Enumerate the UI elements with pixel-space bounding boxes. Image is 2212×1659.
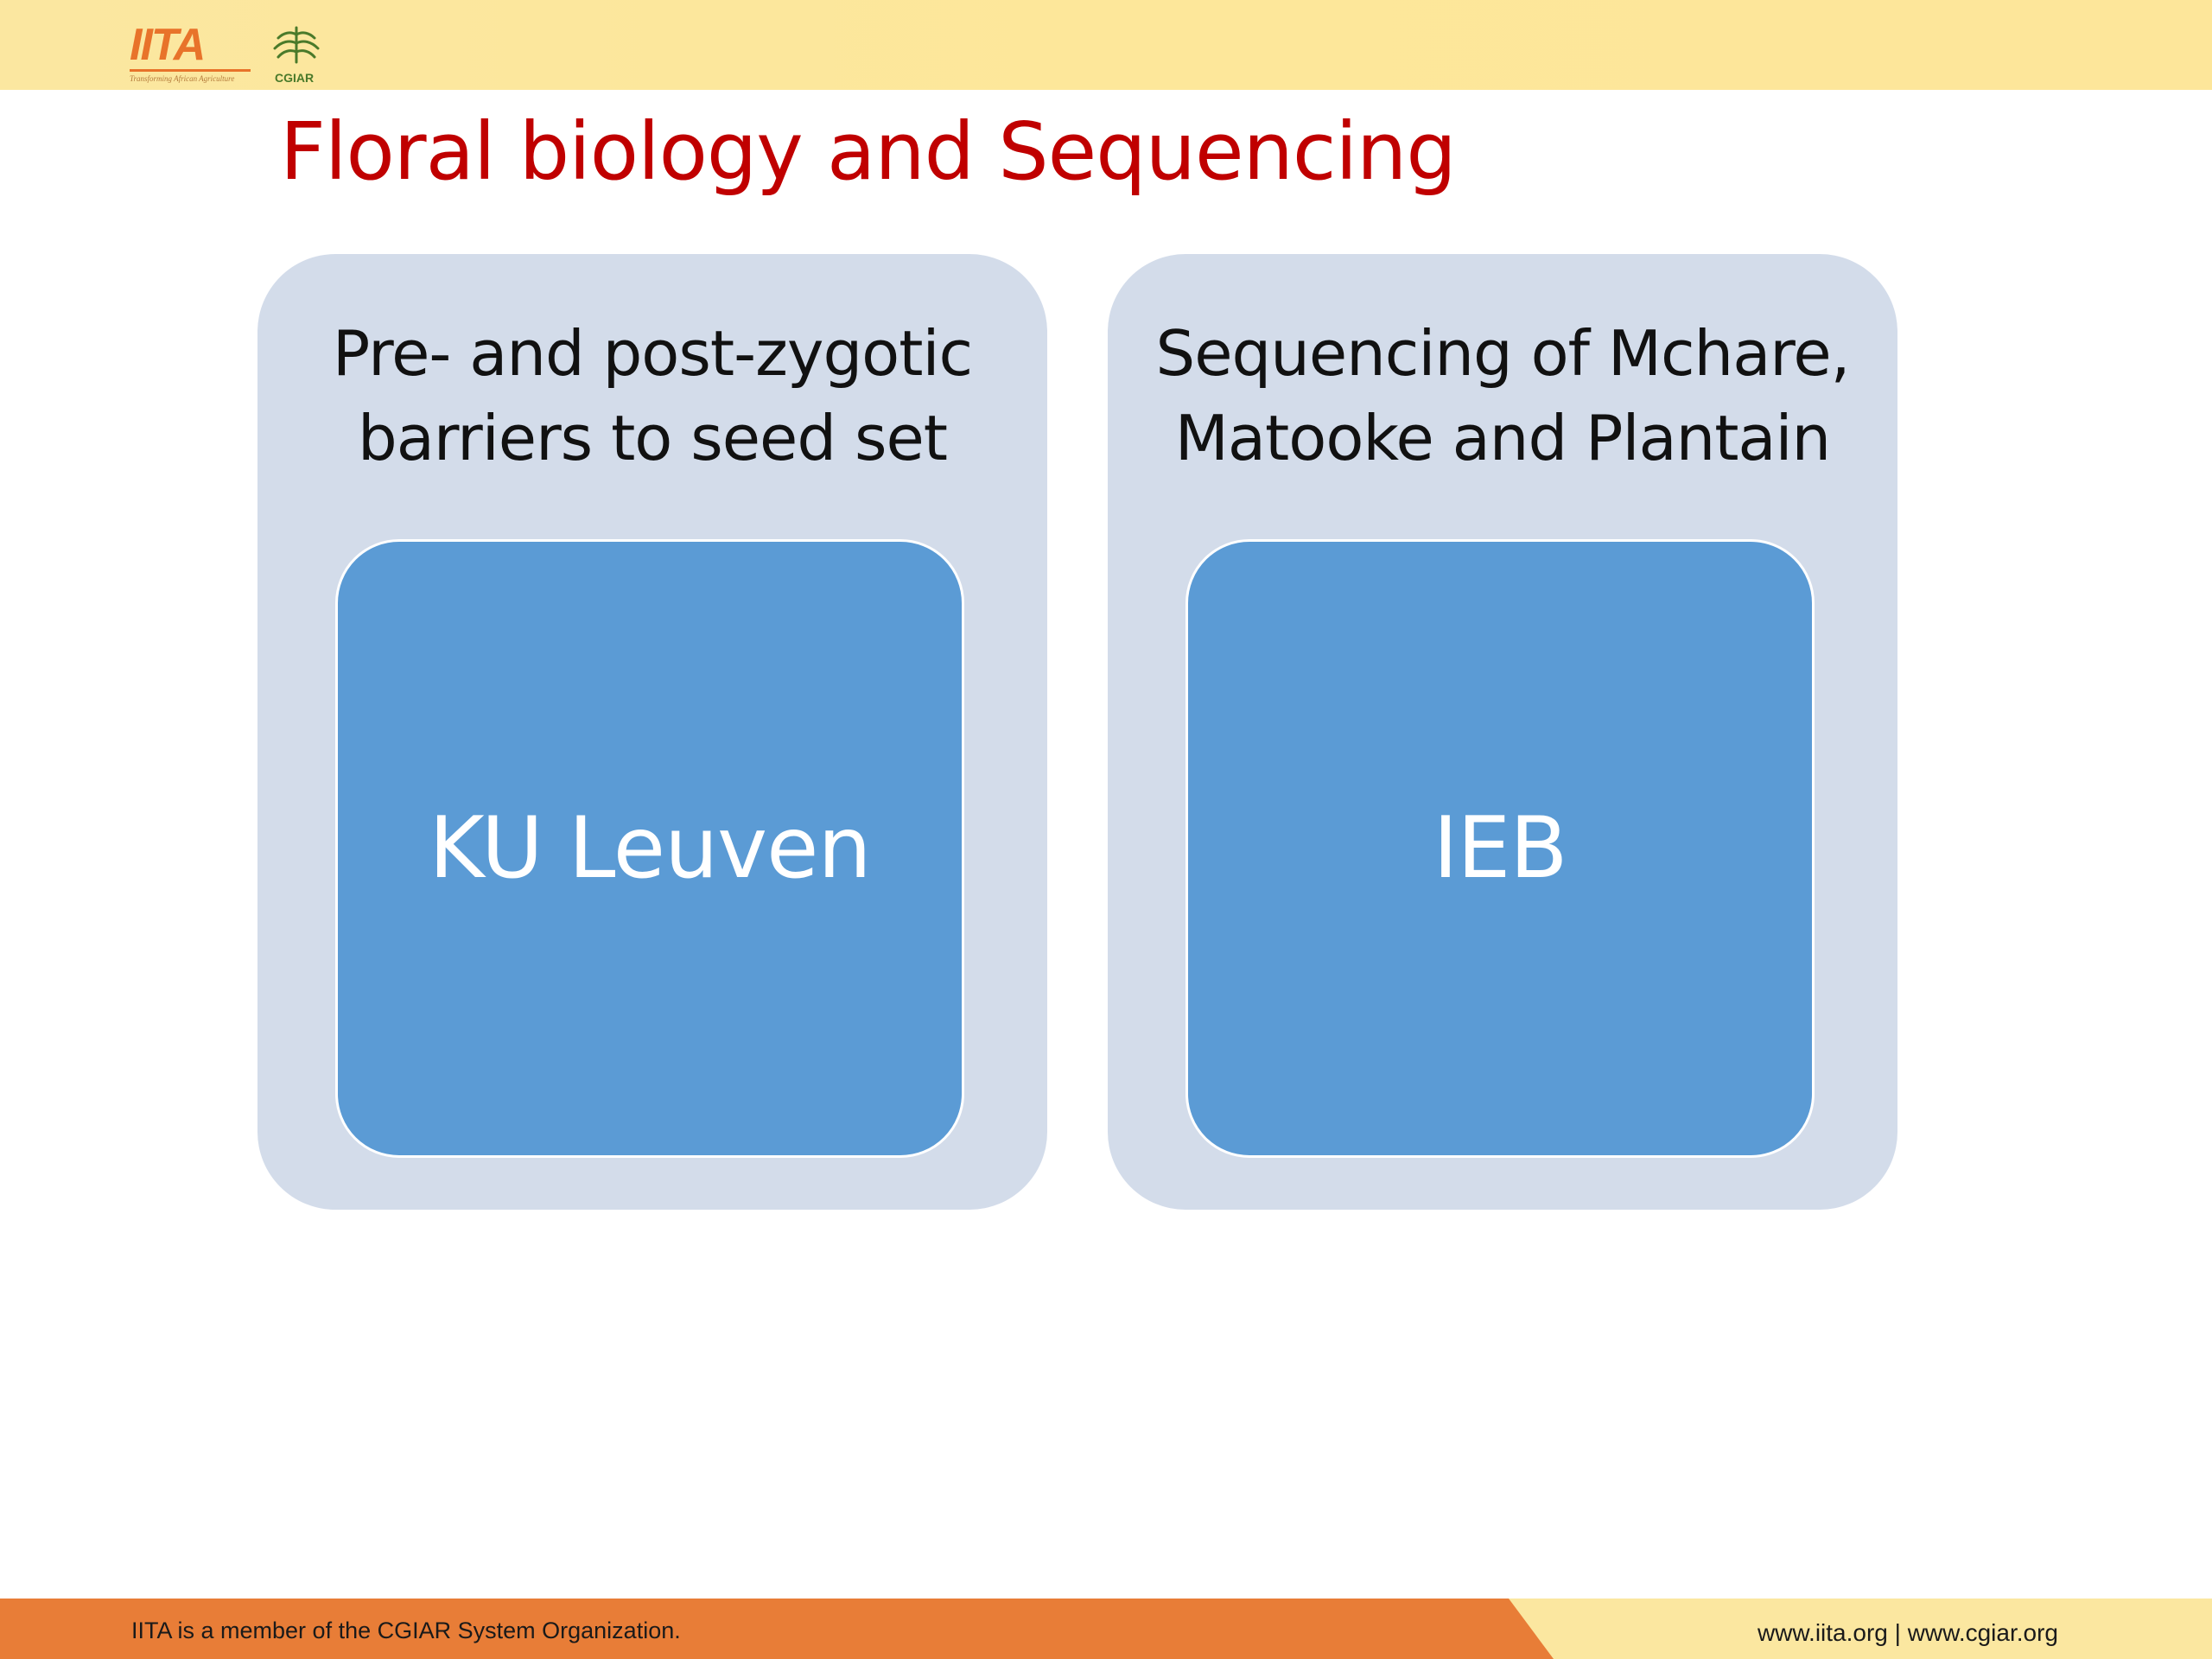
iita-logo-text: IITA <box>130 20 206 70</box>
outer-box-heading: Pre- and post-zygotic barriers to seed s… <box>257 311 1047 480</box>
footer-membership-text: IITA is a member of the CGIAR System Org… <box>131 1618 681 1643</box>
heading-line-2: barriers to seed set <box>358 402 948 474</box>
inner-box-label: IEB <box>1433 799 1567 898</box>
cgiar-logo-text: CGIAR <box>275 71 315 85</box>
inner-box-ku-leuven: KU Leuven <box>335 539 964 1158</box>
iita-logo-underline <box>130 69 251 72</box>
footer-website-links[interactable]: www.iita.org | www.cgiar.org <box>1757 1619 2058 1646</box>
outer-box-barriers: Pre- and post-zygotic barriers to seed s… <box>257 254 1047 1210</box>
heading-line-1: Pre- and post-zygotic <box>332 317 973 390</box>
outer-box-sequencing: Sequencing of Mchare, Matooke and Planta… <box>1108 254 1897 1210</box>
heading-line-1: Sequencing of Mchare, <box>1155 317 1850 390</box>
slide-title: Floral biology and Sequencing <box>280 105 1457 198</box>
heading-line-2: Matooke and Plantain <box>1174 402 1831 474</box>
header-band <box>0 0 2212 90</box>
logo-group: IITA Transforming African Agriculture CG… <box>126 19 334 88</box>
iita-logo-tagline: Transforming African Agriculture <box>130 74 235 83</box>
outer-box-heading: Sequencing of Mchare, Matooke and Planta… <box>1108 311 1897 480</box>
inner-box-ieb: IEB <box>1185 539 1815 1158</box>
footer-right-panel <box>1509 1599 2212 1659</box>
cgiar-wheat-icon <box>273 26 320 64</box>
inner-box-label: KU Leuven <box>429 799 871 898</box>
